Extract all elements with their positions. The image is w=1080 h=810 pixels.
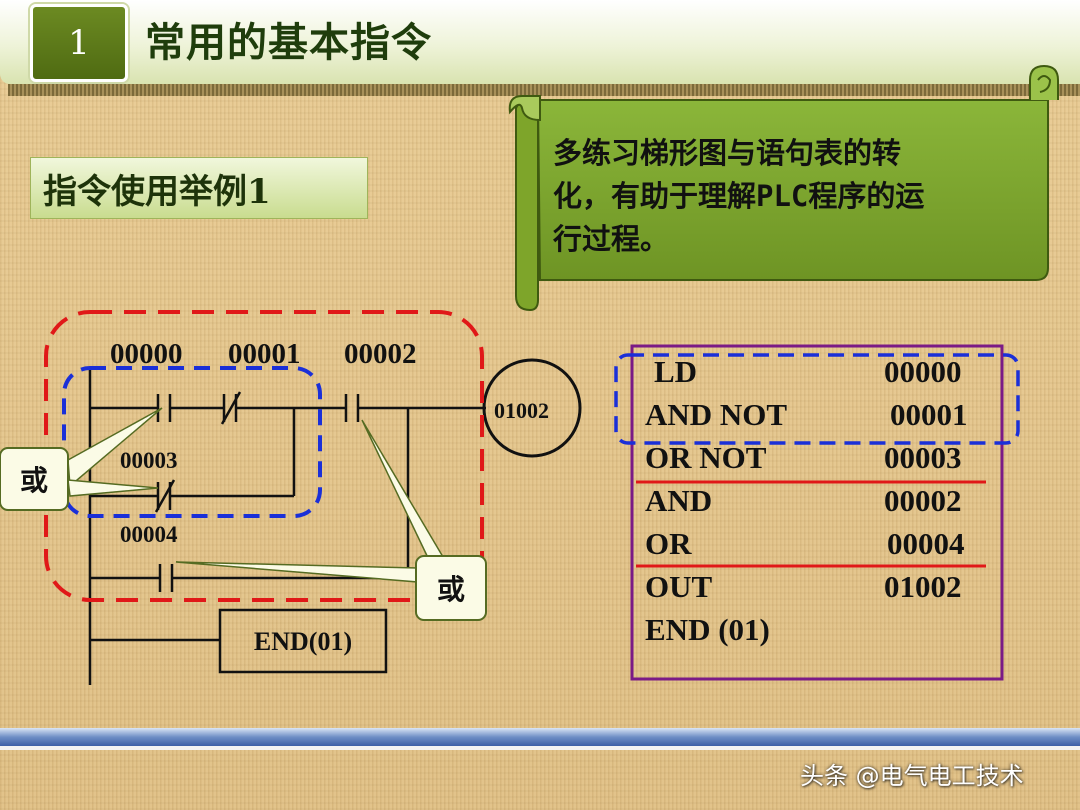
- contact-label: 00001: [228, 338, 301, 370]
- callout-or-right: 或: [436, 573, 465, 606]
- statement-row: END (01): [645, 612, 990, 652]
- footer-line: [0, 746, 1080, 750]
- statement-row: OR 00004: [645, 526, 990, 566]
- statement-addr: 00001: [890, 397, 968, 432]
- statement-op: OR: [645, 526, 692, 561]
- contact-label: 00004: [120, 522, 178, 547]
- callout-or-left: 或: [19, 464, 48, 497]
- header-shadow: [8, 84, 1080, 96]
- statement-op: OUT: [645, 569, 713, 604]
- coil-01002-icon: [482, 358, 582, 458]
- callout-box-right: [415, 555, 487, 621]
- coil-label: 01002: [494, 398, 549, 423]
- slide-number-badge: 1: [30, 4, 128, 82]
- statement-op: END (01): [645, 612, 770, 647]
- statement-row: AND NOT 00001: [645, 397, 990, 437]
- statement-addr: 00002: [884, 483, 962, 518]
- example-label: 指令使用举例1: [30, 157, 368, 219]
- end-block: [218, 608, 388, 674]
- scroll-note-line: 化，有助于理解PLC程序的运: [553, 179, 925, 213]
- statement-addr: 01002: [884, 569, 962, 604]
- statement-op: LD: [654, 354, 698, 389]
- statement-row: LD 00000: [645, 354, 990, 394]
- contact-label: 00002: [344, 338, 417, 370]
- statement-addr: 00004: [887, 526, 965, 561]
- scroll-note: 多练习梯形图与语句表的转 化，有助于理解PLC程序的运 行过程。: [553, 132, 1013, 261]
- scroll-banner: [508, 64, 1059, 312]
- page-title: 常用的基本指令: [145, 20, 432, 66]
- statement-row: OUT 01002: [645, 569, 990, 609]
- statement-addr: 00000: [884, 354, 962, 389]
- statement-addr: 00003: [884, 440, 962, 475]
- statement-row: OR NOT 00003: [645, 440, 990, 480]
- statement-op: OR NOT: [645, 440, 767, 475]
- statement-row: AND 00002: [645, 483, 990, 523]
- scroll-note-line: 多练习梯形图与语句表的转: [553, 136, 902, 170]
- contact-label: 00003: [120, 448, 178, 473]
- blue-dashed-group: [62, 366, 322, 518]
- statement-list-frame: [614, 344, 1020, 681]
- watermark: 头条 @电气电工技术: [800, 762, 1024, 790]
- statement-op: AND NOT: [645, 397, 788, 432]
- end-block-label: END(01): [253, 627, 353, 656]
- ladder-diagram: [0, 310, 582, 685]
- statement-op: AND: [645, 483, 713, 518]
- footer-band: [0, 728, 1080, 746]
- contact-label: 00000: [110, 338, 183, 370]
- header-bar: [0, 0, 1080, 84]
- callout-box-left: [0, 447, 69, 511]
- scroll-note-line: 行过程。: [553, 222, 670, 256]
